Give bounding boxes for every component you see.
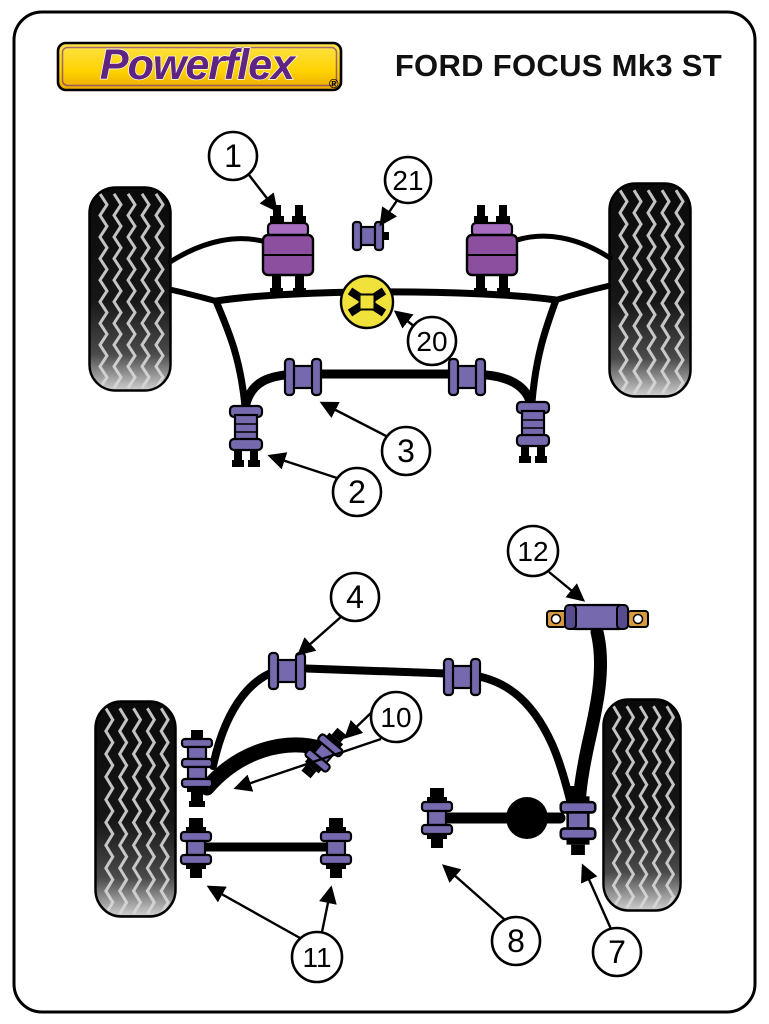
arrow-to-part-10a [344,709,375,739]
arrow-to-part-2 [267,452,338,480]
arrow-to-part-3 [319,401,389,439]
callout-21: 21 [383,155,433,205]
callout-10: 10 [369,690,423,744]
arrow-to-part-1 [248,174,278,213]
tire-rear-left [95,702,175,917]
arrow-to-part-21 [379,198,399,227]
callout-circle [207,130,259,182]
arrow-to-part-11b [319,885,337,933]
arrow-to-part-4 [296,615,343,656]
callout-number: 8 [507,923,525,959]
tire-front-right [610,184,691,397]
arrow-to-part-11a [206,885,301,940]
logo-inner-border [61,46,338,87]
subframe-left [212,297,249,410]
callout-number: 1 [224,138,242,174]
callout-4: 4 [329,571,381,623]
part-10-arm-bush [301,727,347,779]
callout-number: 4 [346,579,364,615]
part-20-yellow-bush [339,274,395,330]
part-21-small-bush [351,220,389,252]
header: Powerflex ® FORD FOCUS Mk3 ST [56,40,722,92]
brand-name: Powerflex [100,41,297,89]
arrow-to-part-7 [580,863,613,930]
page-title: FORD FOCUS Mk3 ST [395,48,722,83]
lower-arm-blade [199,737,331,796]
callout-number: 21 [392,165,423,196]
part-10-hub-bushes [180,730,214,807]
callouts: 1 21 20 3 2 12 4 10 [207,130,643,984]
tie-rod-right [514,233,613,261]
arrow-to-part-20 [393,310,416,329]
callout-circle [290,930,344,984]
tire-front-left [90,187,171,390]
callout-circle [331,466,383,518]
callout-circle [380,425,432,477]
callout-2: 2 [331,466,383,518]
hub-ball-joint [506,797,548,839]
callout-circle [490,915,542,967]
registered-trademark-icon: ® [329,76,339,91]
arm-right [553,283,611,303]
callout-3: 3 [380,425,432,477]
arrow-to-part-12 [548,571,586,602]
part-12-trailing-arm-bush [546,603,649,631]
callout-8: 8 [490,915,542,967]
callout-7: 7 [591,926,643,978]
callout-number: 7 [608,934,626,970]
callout-number: 10 [380,702,411,733]
callout-circle [506,524,560,578]
callout-circle [406,315,458,367]
front-suspension-diagram [90,184,691,469]
callout-circle [383,155,433,205]
callout-1: 1 [207,130,259,182]
callout-number: 3 [397,433,415,469]
callout-12: 12 [506,524,560,578]
callout-number: 20 [416,326,447,357]
tie-rod-left [167,236,269,265]
powerflex-logo: Powerflex ® [56,40,343,92]
arrow-to-part-8 [441,864,506,921]
callout-circle [591,926,643,978]
front-anti-roll-bar [240,369,536,413]
callout-number: 12 [517,536,548,567]
callout-number: 2 [348,474,366,510]
callout-arrows [206,174,613,940]
logo-background [56,41,343,92]
rear-suspension-diagram [95,603,680,917]
callout-20: 20 [406,315,458,367]
tire-rear-right [603,700,680,911]
callout-circle [329,571,381,623]
callout-11: 11 [290,930,344,984]
rear-anti-roll-bar [209,663,574,804]
callout-circle [369,690,423,744]
subframe-right [528,296,560,406]
callout-number: 11 [302,942,331,973]
arrow-to-part-10b [233,737,382,792]
